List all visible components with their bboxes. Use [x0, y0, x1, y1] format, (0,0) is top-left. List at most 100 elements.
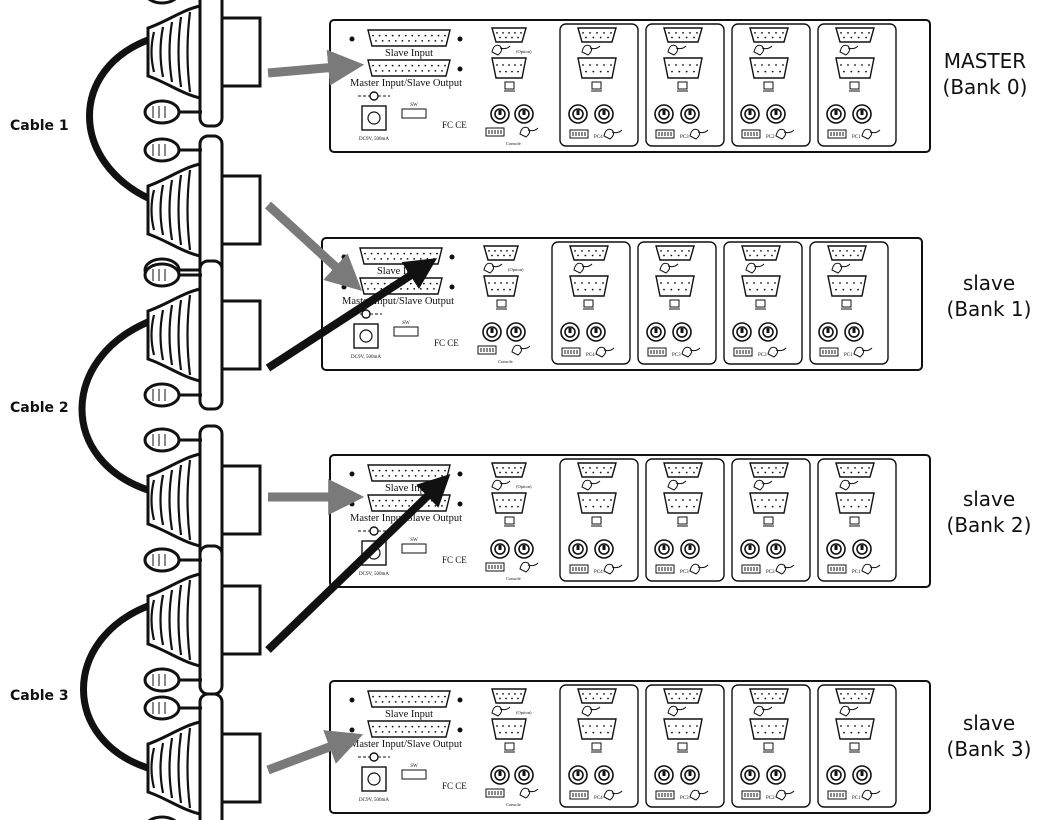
pc-serial-port-pin [577, 254, 579, 257]
pc-serial-port-pin [677, 254, 680, 257]
console-vga-port-pin [508, 725, 510, 727]
pc-serial-port-shell [835, 27, 875, 43]
master-io-port-pin [414, 69, 417, 72]
pc-kb-port [826, 539, 846, 559]
pc-vga-port-pin [779, 70, 781, 73]
mouse-icon [491, 479, 511, 491]
pc-serial-port-pin [675, 693, 677, 695]
pc-port-group-4: PC1 [817, 684, 897, 808]
pc-serial-port [569, 245, 609, 261]
slave-input-port-pin [394, 474, 397, 477]
pc-serial-port-pin [595, 250, 597, 252]
pc-kb-port [654, 104, 674, 124]
pc-vga-port-shell [749, 718, 789, 740]
master-io-port-pin [441, 730, 443, 733]
boot-rib [150, 747, 156, 789]
master-io-port-pin [434, 504, 437, 507]
pc-vga-port [835, 492, 875, 514]
pc-serial-port [577, 462, 617, 478]
pc-serial-port-pin [585, 697, 587, 700]
console-vga-port-pin [496, 725, 498, 727]
option-port-pin [506, 250, 508, 252]
console-vga-port-pin [508, 64, 510, 66]
master-io-port-pin [375, 504, 377, 507]
pc-serial-port-pin [607, 471, 609, 474]
slave-input-port-pin [411, 469, 414, 472]
master-io-port-pin [433, 287, 435, 290]
pc-vga-port-pin [582, 725, 584, 727]
keyboard-icon [733, 347, 753, 357]
slave-input-label: Slave Input [385, 48, 433, 59]
slave-input-port-pin [391, 34, 394, 37]
slave-input-port-pin [434, 39, 437, 42]
pc-vga-port-pin [850, 505, 853, 508]
pc-serial-port-pin [667, 250, 669, 252]
master-io-port-pin [372, 499, 374, 502]
console-vga-port [491, 492, 527, 514]
slave-input-port-pin [364, 252, 366, 255]
pc-vga-port-pin [591, 288, 594, 291]
pc-vga-port-shell [749, 57, 789, 79]
console-mouse-port [506, 322, 526, 342]
master-io-port-pin [437, 64, 440, 67]
boot-rib [159, 742, 165, 794]
dip-switch [401, 769, 427, 780]
pc-serial-port-shell [835, 462, 875, 478]
console-mouse-port-inner [510, 326, 522, 338]
pc-vga-port [577, 57, 617, 79]
dc-label: DC9V, 500mA [359, 572, 389, 577]
slave-input-port-pin [401, 474, 404, 477]
pc-serial-port-pin [761, 693, 763, 695]
pc-port-label: PC3 [680, 570, 689, 575]
master-io-port-pin [427, 730, 430, 733]
master-io-port-pin [431, 499, 433, 502]
pc-serial-port-pin [585, 471, 587, 474]
pc-vga-port-pin [603, 725, 605, 727]
pc-kb-port-key [834, 110, 838, 115]
pc-serial-port-pin [768, 693, 770, 695]
pc-kb-port-key [662, 110, 666, 115]
console-vga-port-pin [502, 725, 504, 727]
screw-knob [147, 0, 177, 5]
boot-rib [186, 11, 192, 93]
slave-input-port-pin [424, 34, 427, 37]
console-mouse-port [514, 765, 534, 785]
slave-input-port-pin [434, 700, 437, 703]
pc-port-label: PC4 [586, 353, 595, 358]
screw-knob [143, 695, 181, 721]
slave-input-port-pin [396, 252, 399, 255]
pc-vga-port-pin [754, 725, 756, 727]
pc-serial-port-pin [761, 467, 763, 469]
mouse-icon [767, 346, 787, 358]
pc-vga-port-pin [861, 725, 863, 727]
screw-dot [349, 727, 355, 733]
pc-vga-port-pin [847, 725, 849, 727]
screw-knob [143, 667, 181, 693]
pc-serial-port-pin [775, 32, 777, 34]
pc-vga-port-pin [835, 288, 837, 291]
pc-port-label: PC1 [852, 570, 861, 575]
pc-vga-port-pin [782, 499, 784, 501]
pc-kb-port-key [834, 771, 838, 776]
keyboard-icon [819, 347, 839, 357]
pc-vga-port-pin [768, 64, 770, 66]
pc-vga-port-pin [761, 725, 763, 727]
slave-input-port-pin [431, 469, 433, 472]
pc-serial-port-pin [850, 471, 853, 474]
pc-serial-port-shell [749, 27, 789, 43]
pc-kb-port-inner [822, 326, 834, 338]
pc-mouse-port [680, 104, 700, 124]
pc-mouse-port-key [602, 771, 606, 776]
pc-vga-port-shell [835, 57, 875, 79]
pc-vga-port-pin [774, 282, 776, 284]
pc-vga-port-pin [599, 731, 602, 734]
master-io-port-pin [408, 730, 410, 733]
mouse-icon [861, 789, 881, 801]
thumb-screw [143, 99, 202, 125]
monitor-icon-screen [841, 299, 852, 308]
mouse-icon [595, 346, 615, 358]
monitor-icon [591, 516, 602, 527]
pc-port-group-3: PC2 [731, 23, 811, 147]
pc-kb-port [740, 539, 760, 559]
pc-serial-port-pin [584, 254, 587, 257]
